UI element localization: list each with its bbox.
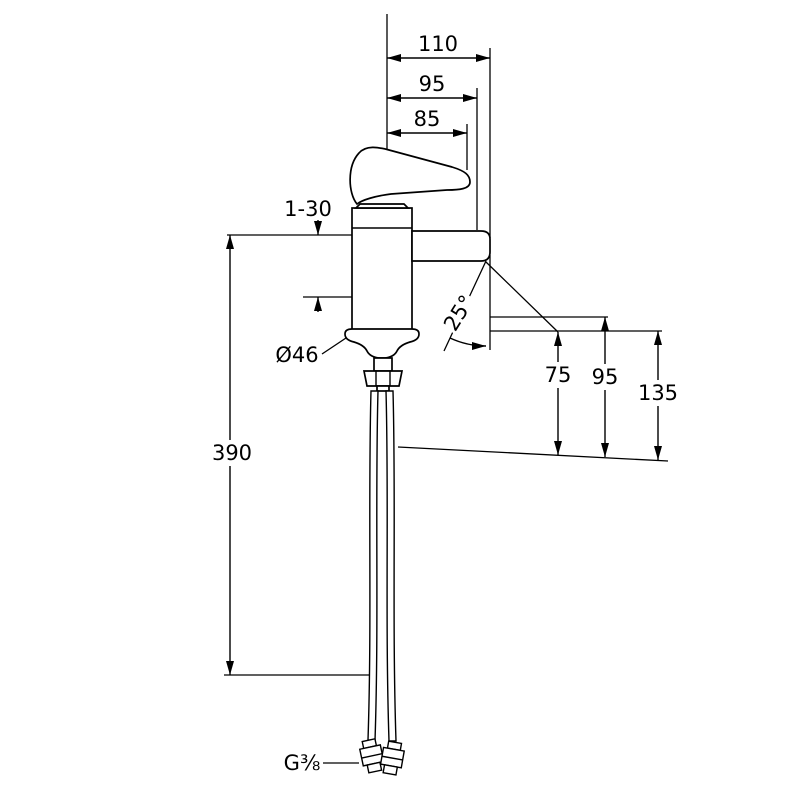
shank-thread — [376, 385, 390, 392]
dimension-labels: 110 95 85 1-30 390 Ø46 25° 75 95 135 G⅜ — [210, 32, 678, 775]
label-mask — [438, 289, 480, 337]
fitting-line — [381, 755, 403, 761]
label-mask — [544, 362, 572, 388]
spout — [411, 230, 491, 262]
label-mask — [210, 440, 254, 466]
lever-handle — [349, 146, 471, 206]
dim-label-110: 110 — [418, 32, 458, 56]
dim-label-95-top: 95 — [419, 72, 446, 96]
dim-label-85: 85 — [414, 107, 441, 131]
dim-label-spout-angle: 25° — [439, 291, 479, 335]
label-mask — [639, 380, 677, 406]
faucet-body — [351, 207, 413, 331]
supply-hose-right — [385, 390, 397, 742]
fitting-thread — [366, 761, 383, 774]
leader-line-base-diameter — [321, 337, 347, 355]
dimension-arc-25-degrees — [449, 337, 487, 350]
leader-line-outlet-height — [485, 261, 559, 333]
fitting-line — [361, 752, 383, 759]
dim-label-135: 135 — [638, 381, 678, 405]
hose-fitting-left — [358, 738, 385, 774]
hose-fitting-right — [379, 740, 406, 776]
dim-label-75: 75 — [545, 363, 572, 387]
dim-label-thread: G⅜ — [284, 751, 321, 775]
base-escutcheon — [344, 328, 420, 359]
faucet — [344, 146, 491, 776]
fitting-thread — [382, 764, 399, 776]
dim-label-390: 390 — [212, 441, 252, 465]
lever-neck — [353, 203, 411, 209]
dim-label-base-diameter: Ø46 — [275, 343, 318, 367]
label-mask — [591, 364, 619, 390]
dim-label-clamp-range: 1-30 — [284, 197, 332, 221]
supply-hose-left — [367, 390, 379, 742]
dim-label-95-right: 95 — [592, 365, 619, 389]
extension-line-mounting-level — [397, 446, 669, 462]
mounting-nut — [362, 370, 404, 387]
mounting-shank — [373, 357, 393, 372]
